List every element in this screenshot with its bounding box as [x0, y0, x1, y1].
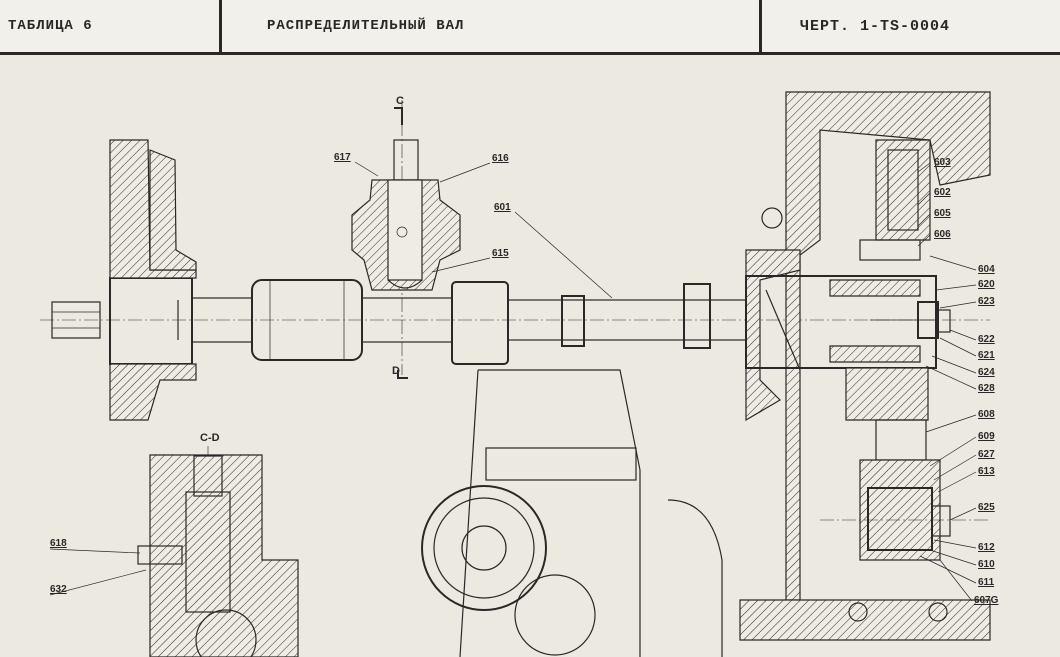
drawing-title: РАСПРЕДЕЛИТЕЛЬНЫЙ ВАЛ	[222, 0, 762, 52]
callout-610: 610	[978, 559, 995, 570]
callout-621: 621	[978, 350, 995, 361]
callout-624: 624	[978, 367, 995, 378]
callout-627: 627	[978, 449, 995, 460]
callouts: 617 616 615 601 603 602 605 606 604 620 …	[49, 152, 999, 606]
follower-assembly: C D	[351, 95, 461, 379]
callout-606: 606	[934, 229, 951, 240]
callout-609: 609	[978, 431, 995, 442]
callout-628: 628	[978, 383, 995, 394]
camshaft-drawing: C D C-D	[40, 91, 999, 657]
callout-612: 612	[978, 542, 995, 553]
callout-625: 625	[978, 502, 995, 513]
callout-620: 620	[978, 279, 995, 290]
callout-602: 602	[934, 187, 951, 198]
callout-617: 617	[334, 152, 351, 163]
section-cd-label: C-D	[200, 432, 220, 444]
section-c-label: C	[396, 95, 404, 107]
callout-613: 613	[978, 466, 995, 477]
engine-block	[421, 369, 723, 657]
left-flange-section	[109, 139, 197, 421]
callout-623: 623	[978, 296, 995, 307]
right-housing	[739, 91, 991, 641]
section-cd: C-D	[137, 432, 299, 657]
section-d-label: D	[392, 365, 400, 377]
table-label: ТАБЛИЦА 6	[0, 0, 222, 52]
callout-605: 605	[934, 208, 951, 219]
title-block: ТАБЛИЦА 6 РАСПРЕДЕЛИТЕЛЬНЫЙ ВАЛ ЧЕРТ. 1-…	[0, 0, 1060, 55]
callout-611: 611	[978, 577, 995, 588]
callout-616: 616	[492, 153, 509, 164]
callout-604: 604	[978, 264, 995, 275]
callout-603: 603	[934, 157, 951, 168]
callout-622: 622	[978, 334, 995, 345]
callout-618: 618	[50, 538, 67, 549]
callout-608: 608	[978, 409, 995, 420]
drawing-number: ЧЕРТ. 1-TS-0004	[800, 17, 951, 35]
callout-632: 632	[50, 584, 67, 595]
callout-601: 601	[494, 202, 511, 213]
callout-615: 615	[492, 248, 509, 259]
callout-607g: 607G	[974, 595, 999, 606]
